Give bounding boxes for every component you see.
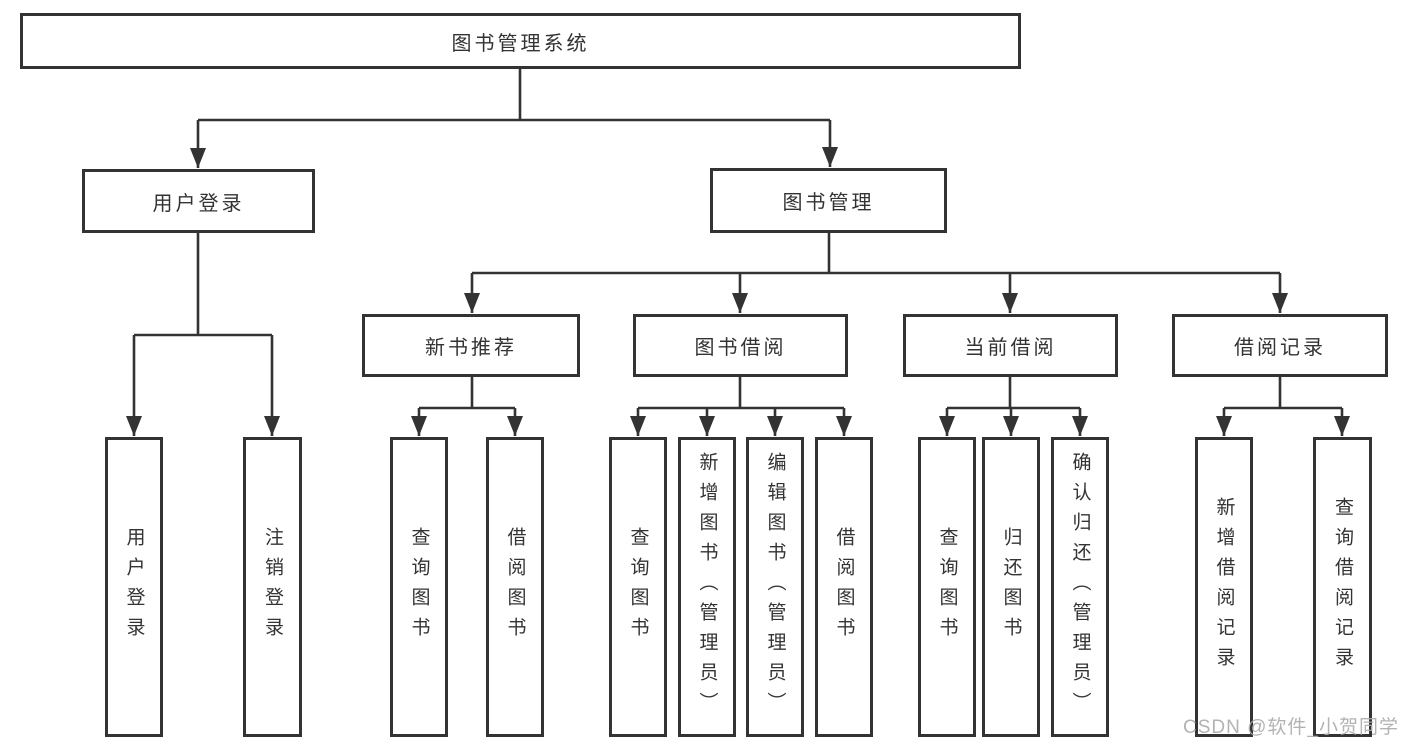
- leaf-current-confirm-return-admin-label: 确认归还（管理员）: [1069, 452, 1091, 722]
- leaf-current-return-books: 归还图书: [982, 437, 1040, 737]
- leaf-user-login: 用户登录: [105, 437, 163, 737]
- node-library-system: 图书管理系统: [20, 13, 1021, 69]
- leaf-current-return-books-label: 归还图书: [1000, 527, 1022, 647]
- leaf-records-add-record-label: 新增借阅记录: [1213, 497, 1235, 677]
- node-book-management-label: 图书管理: [782, 192, 875, 214]
- leaf-user-login-label: 用户登录: [123, 527, 145, 647]
- leaf-borrow-add-books-admin: 新增图书（管理员）: [678, 437, 736, 737]
- node-book-borrow-label: 图书借阅: [694, 337, 787, 359]
- leaf-borrow-edit-books-admin-label: 编辑图书（管理员）: [764, 452, 786, 722]
- node-new-book-recommend: 新书推荐: [362, 314, 580, 377]
- leaf-records-query-record: 查询借阅记录: [1313, 437, 1372, 737]
- watermark-text: CSDN @软件_小贺同学: [1183, 717, 1399, 738]
- leaf-logout-label: 注销登录: [262, 527, 283, 647]
- leaf-borrow-query-books-label: 查询图书: [627, 527, 649, 647]
- leaf-borrow-edit-books-admin: 编辑图书（管理员）: [746, 437, 804, 737]
- leaf-borrow-borrow-books: 借阅图书: [815, 437, 873, 737]
- leaf-current-confirm-return-admin: 确认归还（管理员）: [1051, 437, 1109, 737]
- leaf-logout: 注销登录: [243, 437, 302, 737]
- leaf-borrow-add-books-admin-label: 新增图书（管理员）: [696, 452, 718, 722]
- node-user-login: 用户登录: [82, 169, 315, 233]
- node-user-login-label: 用户登录: [152, 192, 245, 215]
- node-borrow-records: 借阅记录: [1172, 314, 1388, 377]
- leaf-borrow-borrow-books-label: 借阅图书: [833, 527, 855, 647]
- leaf-current-query-books: 查询图书: [918, 437, 976, 737]
- leaf-recommend-query-books: 查询图书: [390, 437, 448, 737]
- leaf-recommend-query-books-label: 查询图书: [408, 527, 430, 647]
- node-new-book-recommend-label: 新书推荐: [425, 337, 517, 359]
- leaf-records-add-record: 新增借阅记录: [1195, 437, 1253, 737]
- node-current-borrow: 当前借阅: [903, 314, 1118, 377]
- leaf-recommend-borrow-books-label: 借阅图书: [504, 527, 526, 647]
- node-borrow-records-label: 借阅记录: [1234, 337, 1326, 359]
- node-current-borrow-label: 当前借阅: [964, 337, 1057, 359]
- node-library-system-label: 图书管理系统: [451, 32, 590, 55]
- node-book-borrow: 图书借阅: [633, 314, 848, 377]
- leaf-recommend-borrow-books: 借阅图书: [486, 437, 544, 737]
- leaf-records-query-record-label: 查询借阅记录: [1332, 497, 1353, 677]
- leaf-borrow-query-books: 查询图书: [609, 437, 667, 737]
- node-book-management: 图书管理: [710, 168, 947, 233]
- leaf-current-query-books-label: 查询图书: [936, 527, 958, 647]
